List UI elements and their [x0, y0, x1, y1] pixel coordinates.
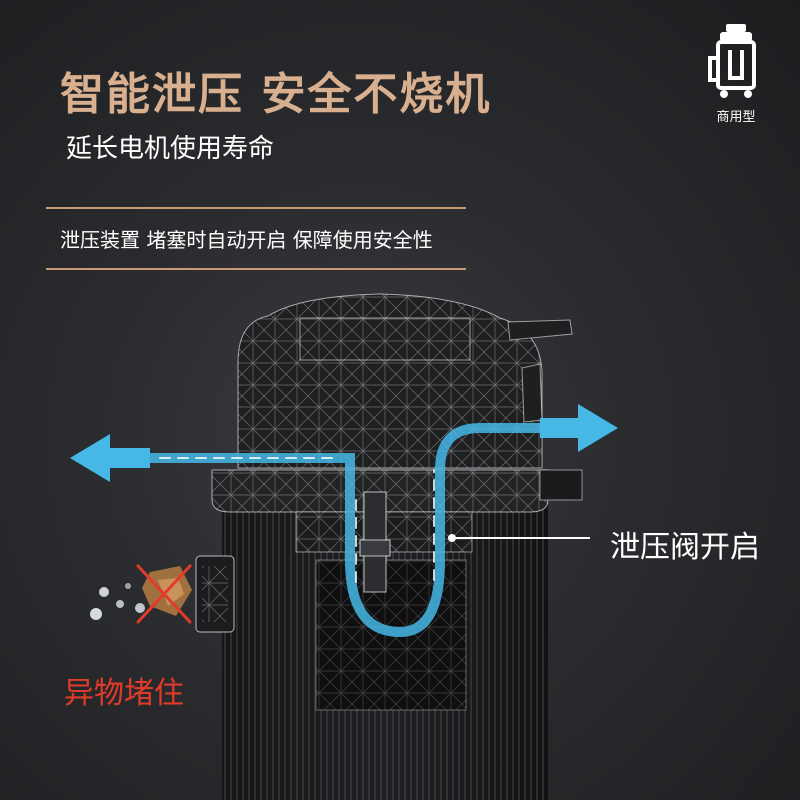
- exhaust-arrow-right: [540, 404, 618, 452]
- airflow-path: [145, 423, 545, 638]
- motor-head: [237, 293, 573, 469]
- commercial-badge: 商用型: [704, 22, 768, 126]
- badge-label: 商用型: [716, 110, 756, 125]
- subheadline: 延长电机使用寿命: [66, 134, 275, 164]
- blocked-cross-icon: [136, 564, 192, 624]
- headline: 智能泄压 安全不烧机: [60, 69, 492, 120]
- debris-cluster: [90, 566, 192, 620]
- vacuum-cleaner-icon: [708, 24, 756, 98]
- divider-bottom: [46, 268, 466, 270]
- feature-description: 泄压装置 堵塞时自动开启 保障使用安全性: [60, 228, 433, 252]
- valve-open-label: 泄压阀开启: [610, 530, 760, 565]
- valve-callout-line: [448, 534, 590, 542]
- pressure-valve: [359, 491, 391, 593]
- side-inlet: [195, 555, 235, 633]
- exhaust-arrow-left: [70, 434, 150, 482]
- blocked-label: 异物堵住: [64, 676, 184, 711]
- divider-top: [46, 207, 466, 209]
